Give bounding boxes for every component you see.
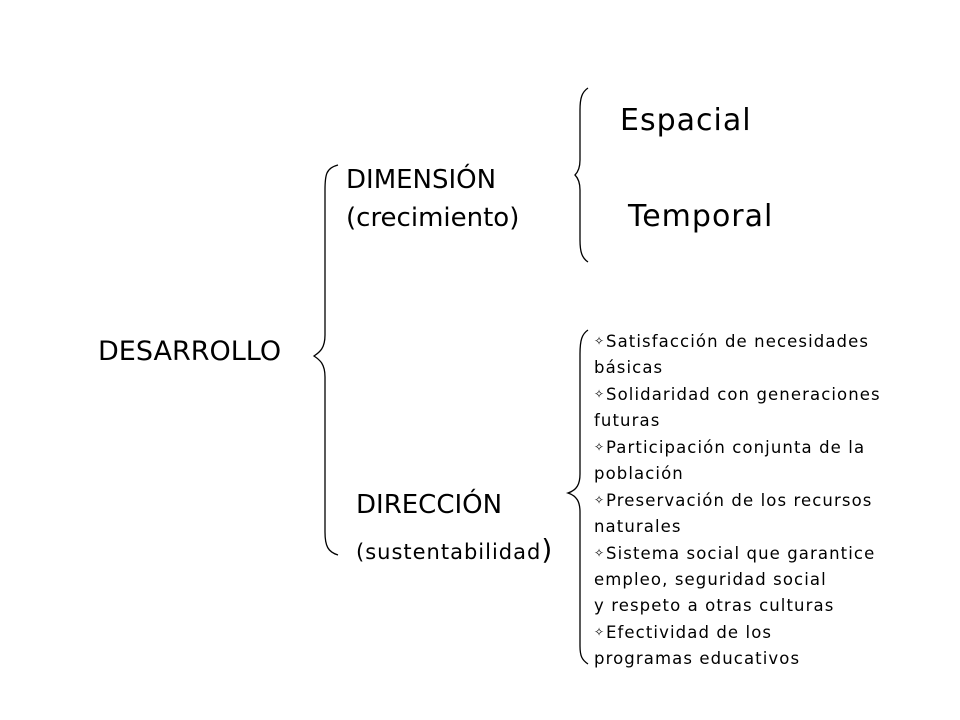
- dimension-brace: [574, 87, 589, 263]
- direccion-item-text: Sistema social que garantice: [606, 544, 876, 563]
- direccion-item-continuation: futuras: [594, 408, 881, 434]
- root-label: DESARROLLO: [98, 336, 282, 367]
- direccion-item-text: naturales: [594, 517, 682, 536]
- direccion-item-first-line: ✧Satisfacción de necesidades: [594, 328, 881, 355]
- direccion-item: ✧Satisfacción de necesidades básicas: [594, 328, 881, 381]
- direccion-item-continuation: naturales: [594, 514, 881, 540]
- direccion-item-text: empleo, seguridad social: [594, 570, 827, 589]
- direccion-item: ✧Solidaridad con generaciones futuras: [594, 381, 881, 434]
- direccion-item-first-line: ✧Solidaridad con generaciones: [594, 381, 881, 408]
- sparkle-bullet-icon: ✧: [594, 625, 606, 639]
- direccion-item: ✧Preservación de los recursos naturales: [594, 487, 881, 540]
- sparkle-bullet-icon: ✧: [594, 387, 606, 401]
- direccion-item-text: básicas: [594, 358, 664, 377]
- direccion-item-text: Participación conjunta de la: [606, 438, 866, 457]
- direccion-item-text: programas educativos: [594, 649, 801, 668]
- direccion-item-first-line: ✧Participación conjunta de la: [594, 434, 881, 461]
- sparkle-bullet-icon: ✧: [594, 493, 606, 507]
- sparkle-bullet-icon: ✧: [594, 334, 606, 348]
- direccion-item: ✧Sistema social que garantice empleo, seg…: [594, 540, 881, 619]
- sparkle-bullet-icon: ✧: [594, 440, 606, 454]
- direccion-item-text: Solidaridad con generaciones: [606, 385, 881, 404]
- dimension-item-espacial: Espacial: [620, 103, 752, 138]
- direccion-item: ✧Efectividad de los programas educativos: [594, 619, 881, 672]
- direccion-item-continuation: y respeto a otras culturas: [594, 593, 881, 619]
- direccion-item: ✧Participación conjunta de la población: [594, 434, 881, 487]
- direccion-subtitle-close: ): [541, 533, 554, 566]
- direccion-item-first-line: ✧Efectividad de los: [594, 619, 881, 646]
- direccion-item-continuation: programas educativos: [594, 646, 881, 672]
- direccion-title: DIRECCIÓN: [356, 490, 503, 520]
- direccion-item-text: población: [594, 464, 684, 483]
- direccion-item-continuation: población: [594, 461, 881, 487]
- direccion-item-text: Preservación de los recursos: [606, 491, 873, 510]
- direccion-subtitle-text: (sustentabilidad: [356, 540, 542, 564]
- direccion-item-first-line: ✧Sistema social que garantice: [594, 540, 881, 567]
- dimension-item-temporal: Temporal: [628, 199, 774, 234]
- direccion-item-continuation: empleo, seguridad social: [594, 567, 881, 593]
- direccion-brace: [565, 329, 589, 665]
- direccion-item-continuation: básicas: [594, 355, 881, 381]
- dimension-title: DIMENSIÓN: [346, 165, 497, 195]
- dimension-subtitle: (crecimiento): [346, 203, 520, 233]
- direccion-item-text: Efectividad de los: [606, 623, 773, 642]
- direccion-item-text: futuras: [594, 411, 661, 430]
- sparkle-bullet-icon: ✧: [594, 546, 606, 560]
- direccion-item-text: Satisfacción de necesidades: [606, 332, 870, 351]
- direccion-item-first-line: ✧Preservación de los recursos: [594, 487, 881, 514]
- direccion-subtitle: (sustentabilidad): [356, 533, 553, 566]
- main-brace: [312, 164, 339, 556]
- direccion-item-text: y respeto a otras culturas: [594, 596, 835, 615]
